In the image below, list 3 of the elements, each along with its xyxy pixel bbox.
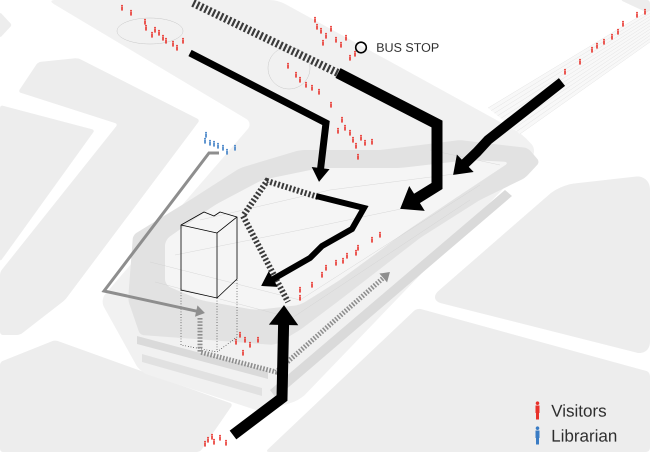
legend-label: Librarian: [552, 429, 616, 442]
legend-label: Visitors: [551, 404, 606, 417]
place-label: BUS STOP: [377, 43, 439, 52]
